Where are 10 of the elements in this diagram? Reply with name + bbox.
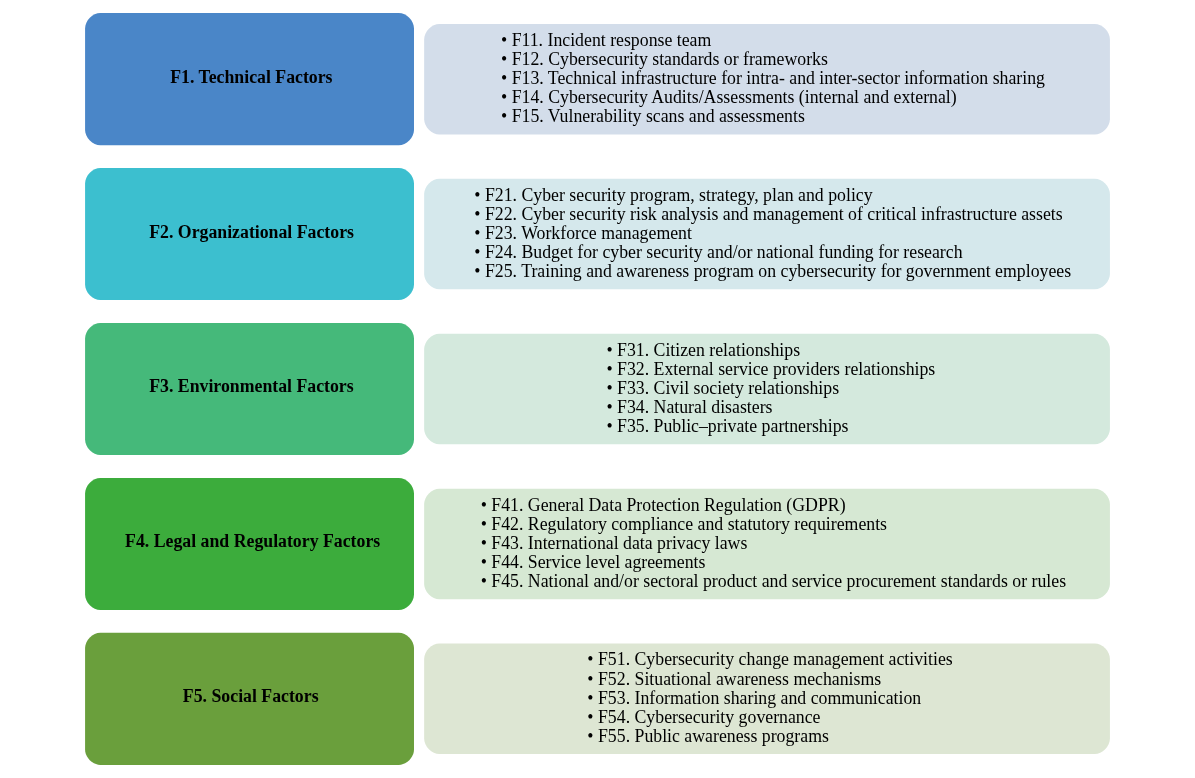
node-box: • F21. Cyber security program, strategy, plan and policy • F22. Cyber security risk analysis and management of critical infrastructure assets • F23. Workforce management • F24. Budget for cyber security and/or national funding for research • F25. Training and awareness program on cybersecurity for government employees <box>424 178 1110 290</box>
node-box: F3. Environmental Factors <box>85 322 414 456</box>
node-box: • F11. Incident response team • F12. Cybersecurity standards or frameworks • F13. Technical infrastructure for intra- and inter-sector information sharing • F14. Cybersecurity Audits/Assessments (internal and external) • F15. Vulnerability scans and assessments <box>424 23 1110 135</box>
node-box: F2. Organizational Factors <box>85 168 414 301</box>
node-box: • F41. General Data Protection Regulation (GDPR) • F42. Regulatory compliance and statutory requirements • F43. International data privacy laws • F44. Service level agreements • F45. National and/or sectoral product and service procurement standards or rules <box>424 488 1110 600</box>
node-box: • F51. Cybersecurity change management activities • F52. Situational awareness mechanisms • F53. Information sharing and communication • F54. Cybersecurity governance • F55. Public awareness programs <box>424 643 1110 755</box>
node-box: • F31. Citizen relationships • F32. External service providers relationships • F33. Civil society relationships • F34. Natural disasters • F35. Public–private partnerships <box>424 333 1110 445</box>
node-box: F4. Legal and Regulatory Factors <box>85 477 414 610</box>
node-box: F1. Technical Factors <box>85 13 414 146</box>
node-box: F5. Social Factors <box>85 632 414 765</box>
